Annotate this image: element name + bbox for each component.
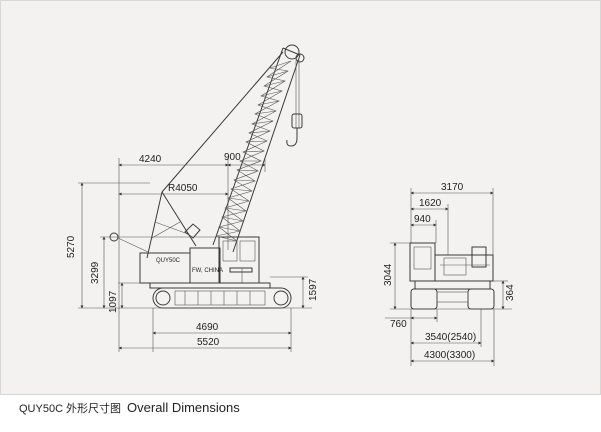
gantry bbox=[146, 51, 284, 259]
body-label-model: QUY50C bbox=[156, 258, 181, 264]
dim-track-width: 4300(3300) bbox=[424, 350, 475, 361]
dim-shoe-width: 760 bbox=[390, 319, 407, 330]
dim-boom-foot-offset: 900 bbox=[224, 152, 241, 163]
caption-model: QUY50C bbox=[19, 403, 64, 415]
boom-head bbox=[284, 44, 305, 147]
dim-overall-height: 5270 bbox=[66, 235, 77, 258]
lattice-boom bbox=[212, 47, 301, 253]
dim-cab-width: 940 bbox=[414, 214, 431, 225]
caption-chinese-title: 外形尺寸图 bbox=[66, 402, 122, 415]
dim-counterweight-clearance: 1097 bbox=[108, 290, 119, 313]
dim-cab-height: 3299 bbox=[90, 261, 101, 284]
dim-ground-clearance: 364 bbox=[505, 284, 516, 301]
upper-structure: QUY50C FW, CHINA bbox=[139, 236, 260, 284]
body-label-origin: FW, CHINA bbox=[192, 268, 223, 274]
dim-track-gauge: 3540(2540) bbox=[425, 332, 476, 343]
tail-pulley bbox=[109, 232, 149, 253]
crawler-track bbox=[152, 287, 292, 309]
dim-boom-reach: 4240 bbox=[139, 154, 162, 165]
dim-overall-length: 5520 bbox=[197, 337, 220, 348]
dim-overall-width: 3170 bbox=[441, 182, 464, 193]
front-view: 3170 1620 940 3044 364 760 3540(2540) 43… bbox=[383, 182, 516, 366]
dim-tail-radius: R4050 bbox=[168, 183, 198, 194]
front-tracks bbox=[410, 288, 495, 310]
drawing-frame bbox=[0, 0, 601, 395]
caption-english-title: Overall Dimensions bbox=[127, 400, 240, 415]
crane-dimension-drawing: QUY50C FW, CHINA bbox=[66, 44, 516, 366]
dim-crawler-height: 1597 bbox=[308, 278, 319, 301]
side-dimension-lines bbox=[78, 158, 312, 352]
turntable bbox=[149, 282, 271, 289]
dim-track-length: 4690 bbox=[196, 322, 219, 333]
front-body bbox=[409, 242, 494, 290]
dim-cab-offset: 1620 bbox=[419, 198, 442, 209]
side-view: QUY50C FW, CHINA bbox=[66, 44, 319, 352]
front-dimension-lines bbox=[385, 188, 512, 366]
dim-front-height: 3044 bbox=[383, 263, 394, 286]
